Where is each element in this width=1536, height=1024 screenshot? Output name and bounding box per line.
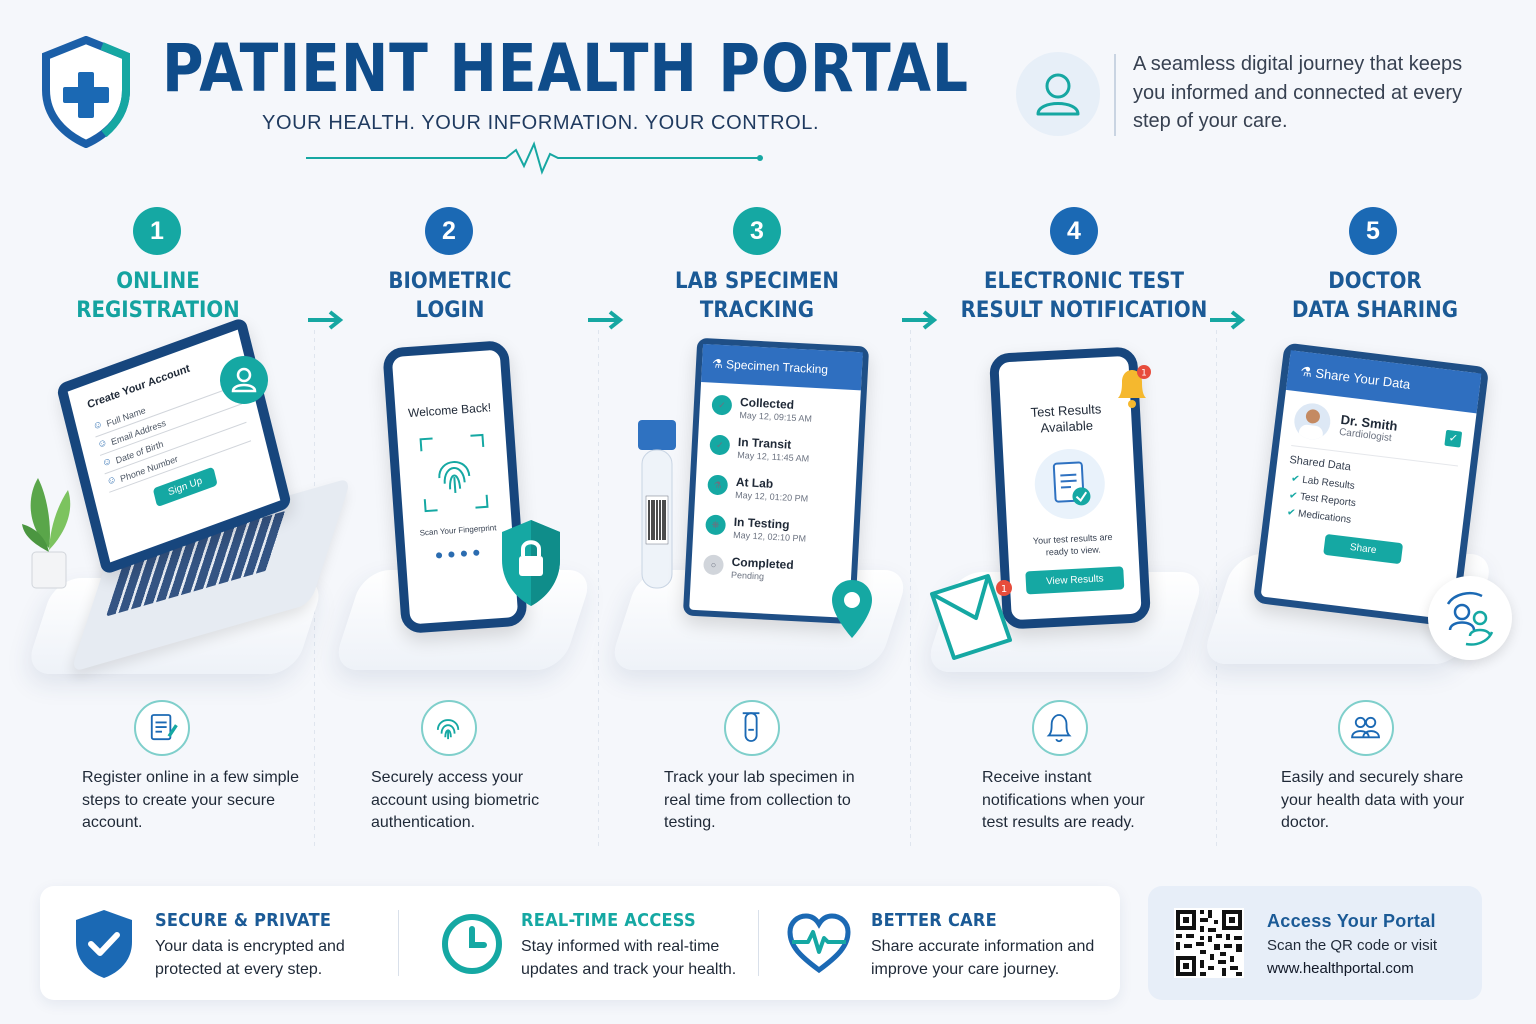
shield-cross-logo-icon: [42, 36, 130, 148]
page-title: PATIENT HEALTH PORTAL: [162, 30, 969, 107]
feature-title: BETTER CARE: [871, 910, 998, 931]
feature-title: REAL-TIME ACCESS: [521, 910, 696, 931]
step-2-number: 2: [425, 207, 473, 255]
test-tube-icon: [638, 420, 676, 589]
fingerprint-icon[interactable]: [416, 431, 491, 516]
select-checkbox[interactable]: ✓: [1444, 429, 1463, 448]
welcome-text: Welcome Back!: [407, 400, 492, 421]
biometric-login-screen: Welcome Back! Scan Your Fingerprint ●●●●: [382, 339, 528, 635]
step-divider: [598, 330, 599, 850]
test-tube-icon: [724, 700, 780, 756]
results-message: Your test results are ready to view.: [1032, 531, 1113, 558]
flask-icon: ⚗: [711, 356, 727, 372]
arrow-right-icon: [308, 310, 344, 330]
features-panel: [40, 886, 1120, 1000]
step-4-number: 4: [1050, 207, 1098, 255]
step-1-number: 1: [133, 207, 181, 255]
arrow-right-icon: [1210, 310, 1246, 330]
step-5-description: Easily and securely share your health da…: [1281, 769, 1465, 831]
users-icon: [1338, 700, 1394, 756]
feature-description: Your data is encrypted and protected at …: [155, 938, 345, 978]
location-pin-icon: [832, 580, 872, 638]
doctor-avatar: [1292, 401, 1333, 442]
step-2-description: Securely access your account using biome…: [371, 769, 540, 831]
feature-divider: [398, 910, 399, 976]
mail-envelope-icon: 1: [930, 574, 1012, 660]
header-description: A seamless digital journey that keeps yo…: [1133, 53, 1463, 132]
tagline: YOUR HEALTH. YOUR INFORMATION. YOUR CONT…: [262, 112, 820, 134]
user-badge-icon: [220, 356, 268, 404]
clipboard-edit-icon: [134, 700, 190, 756]
portal-url-link[interactable]: www.healthportal.com: [1267, 960, 1414, 977]
bell-icon: [1032, 700, 1088, 756]
user-avatar-icon: [1016, 52, 1100, 136]
access-title: Access Your Portal: [1267, 911, 1436, 931]
shield-check-icon: [76, 910, 132, 978]
scan-prompt: Scan Your Fingerprint: [419, 523, 497, 538]
access-instructions: Scan the QR code or visit: [1267, 937, 1438, 954]
bell-notification-icon: 1: [1118, 365, 1151, 408]
step-5-number: 5: [1349, 207, 1397, 255]
share-button[interactable]: Share: [1322, 533, 1404, 565]
svg-text:1: 1: [1001, 584, 1007, 595]
step-3-description: Track your lab specimen in real time fro…: [664, 769, 855, 831]
clipboard-check-icon: [1033, 447, 1107, 521]
view-results-button[interactable]: View Results: [1025, 566, 1125, 595]
fingerprint-icon: [421, 700, 477, 756]
svg-text:1: 1: [1141, 369, 1147, 379]
step-1-description: Register online in a few simple steps to…: [82, 769, 299, 831]
step-3-number: 3: [733, 207, 781, 255]
heart-pulse-icon: [787, 913, 851, 974]
feature-description: Share accurate information and improve y…: [871, 938, 1095, 978]
arrow-right-icon: [588, 310, 624, 330]
step-divider: [910, 330, 911, 850]
padlock-shield-icon: [502, 520, 560, 606]
feature-divider: [758, 910, 759, 976]
step-4-description: Receive instant notifications when your …: [982, 769, 1145, 831]
heartbeat-line-icon: [306, 141, 763, 175]
sync-users-icon: [1428, 576, 1512, 660]
arrow-right-icon: [902, 310, 938, 330]
step-divider: [1216, 330, 1217, 850]
feature-description: Stay informed with real-time updates and…: [521, 938, 737, 978]
clock-icon: [442, 914, 502, 974]
plant-icon: [22, 478, 71, 589]
header-divider: [1114, 54, 1116, 136]
feature-title: SECURE & PRIVATE: [155, 910, 332, 931]
qr-code-icon[interactable]: [1174, 908, 1244, 978]
